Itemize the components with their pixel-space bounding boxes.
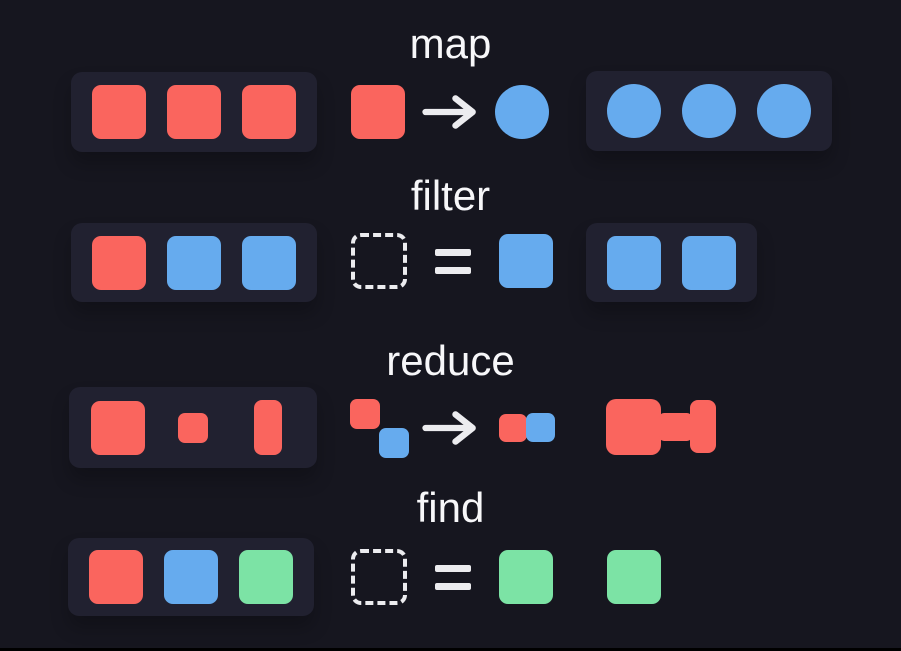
dashed-slot xyxy=(351,549,407,605)
array-slot xyxy=(757,83,811,139)
equals xyxy=(435,564,471,590)
array-slot xyxy=(167,84,221,140)
array-slot xyxy=(167,235,221,291)
title-map: map xyxy=(409,20,492,67)
red-bar-tall xyxy=(254,400,282,455)
merged-tall-block xyxy=(690,400,716,453)
array-slot xyxy=(241,400,295,456)
array-slot xyxy=(89,549,143,605)
filter-output-array xyxy=(586,223,757,302)
find-transform xyxy=(351,549,553,605)
dashed-slot xyxy=(351,233,407,289)
equals-bar xyxy=(435,582,471,590)
reduce-input-array xyxy=(69,387,317,468)
red-square xyxy=(92,85,146,139)
merged-connector xyxy=(659,413,692,441)
red-square xyxy=(91,400,145,455)
red-square xyxy=(89,550,143,604)
blue-square xyxy=(167,235,221,290)
array-slot xyxy=(92,235,146,291)
arrow xyxy=(421,409,479,447)
red-square xyxy=(351,85,405,139)
merged-shape xyxy=(606,399,716,455)
map-input-array xyxy=(71,72,317,152)
array-slot xyxy=(682,83,736,139)
title-reduce: reduce xyxy=(386,337,515,384)
equals-bar xyxy=(435,248,471,256)
reduce-output xyxy=(606,399,716,455)
blue-square xyxy=(607,235,661,290)
array-slot xyxy=(91,400,145,456)
red-chip xyxy=(499,414,527,442)
equals-bar xyxy=(435,266,471,274)
blue-square xyxy=(164,550,218,604)
red-square-small xyxy=(178,412,208,443)
blue-square xyxy=(242,235,296,290)
green-square xyxy=(499,550,553,604)
merged-big-block xyxy=(606,399,661,455)
array-slot xyxy=(92,84,146,140)
red-square xyxy=(242,85,296,139)
green-square xyxy=(607,549,661,604)
array-slot xyxy=(242,84,296,140)
array-slot xyxy=(607,235,661,291)
array-slot xyxy=(166,400,220,456)
equals-bar xyxy=(435,564,471,572)
array-slot xyxy=(239,549,293,605)
blue-circle xyxy=(682,84,736,138)
window-bottom-edge xyxy=(0,648,901,651)
blue-square xyxy=(682,235,736,290)
title-find: find xyxy=(416,484,485,531)
right-arrow-icon xyxy=(422,95,476,129)
equals xyxy=(435,248,471,274)
map-transform xyxy=(351,85,549,139)
arrow xyxy=(421,93,479,131)
blue-chip xyxy=(526,413,555,442)
red-chip xyxy=(350,398,380,429)
array-slot xyxy=(164,549,218,605)
find-output xyxy=(607,549,661,604)
blue-circle xyxy=(495,85,549,139)
array-slot xyxy=(607,83,661,139)
reduce-transform xyxy=(350,398,555,458)
red-square xyxy=(92,235,146,290)
array-slot xyxy=(682,235,736,291)
filter-input-array xyxy=(71,223,317,302)
blue-square xyxy=(499,234,553,288)
find-input-array xyxy=(68,538,314,616)
blue-circle xyxy=(607,84,661,138)
title-filter: filter xyxy=(410,172,491,219)
pair-joined xyxy=(499,413,555,443)
blue-circle xyxy=(757,84,811,138)
filter-transform xyxy=(351,233,553,289)
map-output-array xyxy=(586,71,832,151)
right-arrow-icon xyxy=(422,411,476,445)
red-square xyxy=(167,85,221,139)
array-slot xyxy=(242,235,296,291)
blue-chip xyxy=(379,427,409,458)
green-square xyxy=(239,550,293,604)
pair-diagonal xyxy=(350,398,409,458)
